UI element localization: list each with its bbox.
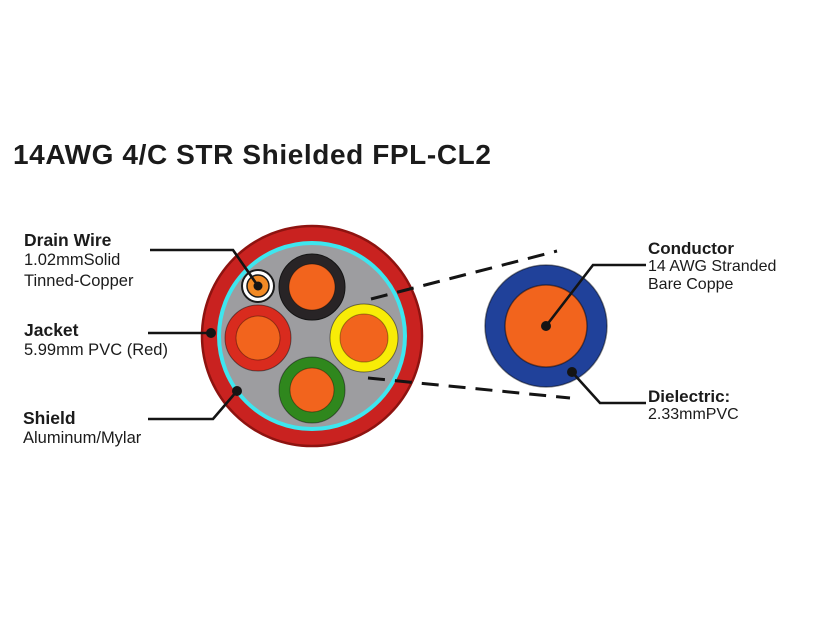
conductor-spec-line: Bare Coppe [648, 276, 734, 293]
jacket-anchor-dot [206, 328, 216, 338]
callout-conductor: Conductor 14 AWG Stranded Bare Coppe [648, 240, 776, 294]
drain-wire-label: Drain Wire [24, 230, 112, 250]
conductor-spec-line: 14 AWG Stranded [648, 258, 777, 275]
conductor-anchor-dot [541, 321, 551, 331]
page-title: 14AWG 4/C STR Shielded FPL-CL2 [13, 139, 492, 170]
dielectric-label: Dielectric: [648, 387, 731, 406]
shield-anchor-dot [232, 386, 242, 396]
conductor-leader-line [544, 263, 646, 327]
dielectric-anchor-dot [567, 367, 577, 377]
callout-jacket: Jacket 5.99mm PVC (Red) [24, 320, 168, 361]
drain-wire-spec-line: 1.02mmSolid [24, 251, 121, 269]
drain-wire-leader-line [150, 248, 260, 287]
callout-shield: Shield Aluminum/Mylar [23, 408, 141, 449]
conductor-black-core [288, 263, 336, 311]
callout-dielectric: Dielectric: 2.33mmPVC [648, 388, 739, 424]
drain-wire-anchor-dot [253, 281, 263, 291]
leader-anchor-dots [206, 281, 577, 396]
shield-leader-line [148, 390, 238, 421]
jacket-spec-line: 5.99mm PVC (Red) [24, 341, 168, 359]
drain-wire-spec-line: Tinned-Copper [24, 272, 134, 290]
magnifier-dashed-line-bottom [367, 376, 571, 400]
leader-lines [148, 248, 646, 421]
callout-drain-wire: Drain Wire 1.02mmSolid Tinned-Copper [24, 230, 133, 292]
cable-cross-section [200, 224, 424, 448]
dielectric-spec-line: 2.33mmPVC [648, 406, 739, 423]
magnifier-dashed-lines [367, 249, 571, 400]
conductor-red-core [235, 315, 281, 361]
shield-spec-line: Aluminum/Mylar [23, 429, 142, 447]
magnifier-dashed-line-top [370, 249, 558, 301]
conductor-green-core [289, 367, 335, 413]
jacket-label: Jacket [24, 320, 79, 340]
conductor-label: Conductor [648, 239, 734, 258]
conductor-yellow-core [339, 313, 389, 363]
shield-label: Shield [23, 408, 76, 428]
dielectric-leader-line [571, 371, 646, 405]
